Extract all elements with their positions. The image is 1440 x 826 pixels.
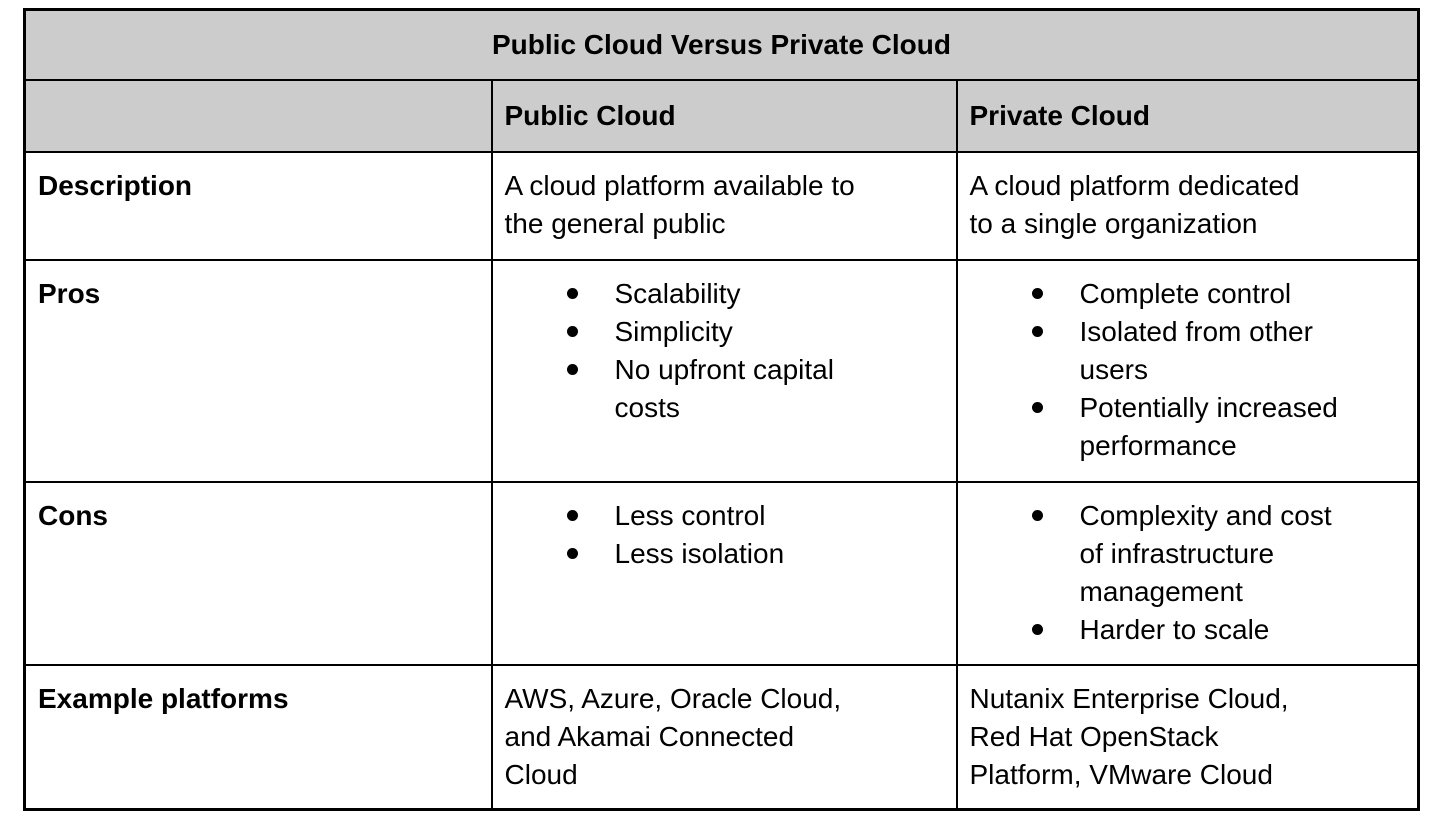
- column-header-row: Public Cloud Private Cloud: [23, 78, 1420, 153]
- title-row: Public Cloud Versus Private Cloud: [23, 8, 1420, 81]
- row-label-cons: Cons: [23, 480, 493, 666]
- list-item: Complete control: [970, 275, 1404, 313]
- table-title: Public Cloud Versus Private Cloud: [23, 8, 1420, 81]
- header-cell-public-cloud: Public Cloud: [490, 78, 958, 153]
- cell-cons-public: Less control Less isolation: [490, 480, 958, 666]
- row-cons: Cons Less control Less isolation Complex…: [23, 480, 1420, 666]
- row-label-pros: Pros: [23, 258, 493, 483]
- pros-public-list: Scalability Simplicity No upfront capita…: [505, 275, 942, 427]
- cell-examples-public: AWS, Azure, Oracle Cloud, and Akamai Con…: [490, 663, 958, 810]
- list-item: Simplicity: [505, 313, 942, 351]
- cell-pros-private: Complete control Isolated from other use…: [955, 258, 1420, 483]
- cell-examples-private: Nutanix Enterprise Cloud, Red Hat OpenSt…: [955, 663, 1420, 810]
- cons-private-list: Complexity and cost of infrastructure ma…: [970, 497, 1404, 649]
- list-item: Isolated from other users: [970, 313, 1404, 389]
- cell-description-private: A cloud platform dedicated to a single o…: [955, 150, 1420, 261]
- cell-description-public: A cloud platform available to the genera…: [490, 150, 958, 261]
- cell-cons-private: Complexity and cost of infrastructure ma…: [955, 480, 1420, 666]
- list-item: Potentially increased performance: [970, 389, 1404, 465]
- row-label-examples: Example platforms: [23, 663, 493, 810]
- row-examples: Example platforms AWS, Azure, Oracle Clo…: [23, 663, 1420, 810]
- list-item: Scalability: [505, 275, 942, 313]
- list-item: Harder to scale: [970, 611, 1404, 649]
- cell-pros-public: Scalability Simplicity No upfront capita…: [490, 258, 958, 483]
- row-label-description: Description: [23, 150, 493, 261]
- cons-public-list: Less control Less isolation: [505, 497, 942, 573]
- header-cell-empty: [23, 78, 493, 153]
- list-item: No upfront capital costs: [505, 351, 942, 427]
- comparison-table: Public Cloud Versus Private Cloud Public…: [23, 8, 1420, 811]
- row-description: Description A cloud platform available t…: [23, 150, 1420, 261]
- header-cell-private-cloud: Private Cloud: [955, 78, 1420, 153]
- pros-private-list: Complete control Isolated from other use…: [970, 275, 1404, 465]
- list-item: Complexity and cost of infrastructure ma…: [970, 497, 1404, 611]
- row-pros: Pros Scalability Simplicity No upfront c…: [23, 258, 1420, 483]
- list-item: Less isolation: [505, 535, 942, 573]
- list-item: Less control: [505, 497, 942, 535]
